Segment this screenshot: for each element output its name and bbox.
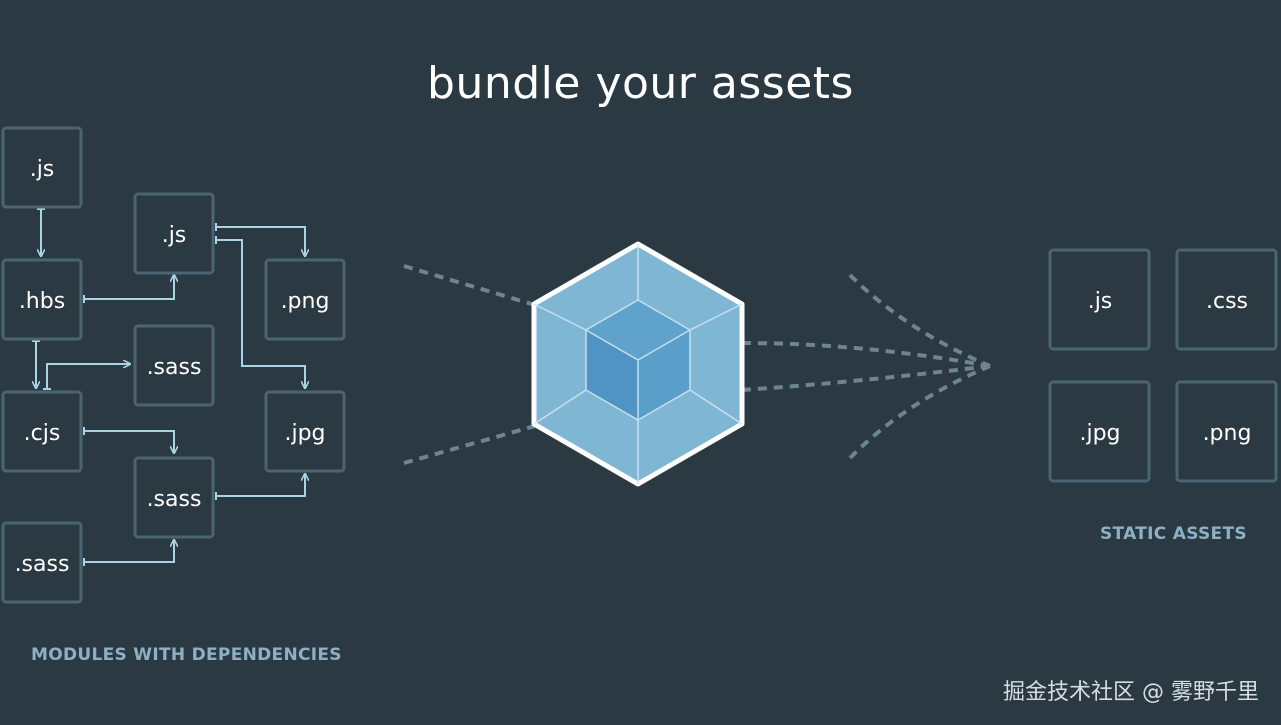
module-box-jpg: [264, 390, 346, 473]
static-asset-labels: .js .css .jpg .png: [1079, 289, 1251, 446]
module-label: .png: [281, 289, 330, 314]
webpack-cube-icon: [531, 241, 745, 487]
module-label: .js: [162, 223, 187, 248]
dependency-arrows: [32, 208, 305, 566]
arrow-hbs-to-js: [84, 276, 174, 300]
module-label: .sass: [15, 552, 70, 577]
arrow-sass-to-sass: [84, 541, 174, 563]
static-asset-boxes: [1048, 248, 1278, 483]
module-box-sass-2: [133, 456, 215, 539]
module-box-js: [1, 126, 83, 209]
static-assets-caption: STATIC ASSETS: [1100, 524, 1247, 544]
module-box-sass-3: [1, 521, 83, 604]
asset-box-js: [1048, 248, 1151, 351]
flow-out-top: [848, 273, 991, 368]
asset-box-png: [1175, 380, 1278, 483]
asset-label: .jpg: [1079, 421, 1120, 446]
flow-lines: [403, 264, 991, 465]
module-box-hbs: [1, 258, 83, 341]
modules-caption: MODULES WITH DEPENDENCIES: [31, 645, 342, 665]
arrow-sass-to-jpg: [216, 475, 305, 497]
asset-box-jpg: [1048, 380, 1151, 483]
arrow-js-to-jpg: [216, 239, 305, 387]
page-title: bundle your assets: [427, 58, 854, 109]
module-box-png: [264, 258, 346, 341]
arrow-cjs-to-sass-2: [84, 430, 174, 452]
module-label: .cjs: [24, 421, 61, 446]
flow-out-lower: [741, 364, 991, 392]
flow-in-bottom: [403, 424, 536, 465]
asset-box-css: [1175, 248, 1278, 351]
module-box-js-2: [133, 192, 215, 275]
module-boxes: [1, 126, 346, 604]
asset-label: .png: [1203, 421, 1252, 446]
flow-out-bottom: [848, 364, 991, 460]
watermark: 掘金技术社区 @ 雾野千里: [1003, 680, 1259, 705]
arrow-cjs-to-sass: [46, 364, 129, 389]
module-label: .js: [30, 157, 55, 182]
asset-label: .js: [1088, 289, 1113, 314]
asset-label: .css: [1206, 289, 1248, 314]
module-label: .hbs: [19, 289, 65, 314]
module-box-cjs: [1, 390, 83, 473]
module-box-sass: [133, 324, 215, 407]
flow-in-top: [403, 264, 536, 307]
module-labels: .js .js .hbs .png .sass .cjs .jpg .sass …: [15, 157, 330, 577]
arrow-js-to-png: [216, 226, 305, 255]
module-label: .sass: [147, 355, 202, 380]
flow-out-upper: [741, 341, 991, 368]
module-label: .jpg: [284, 421, 325, 446]
module-label: .sass: [147, 487, 202, 512]
